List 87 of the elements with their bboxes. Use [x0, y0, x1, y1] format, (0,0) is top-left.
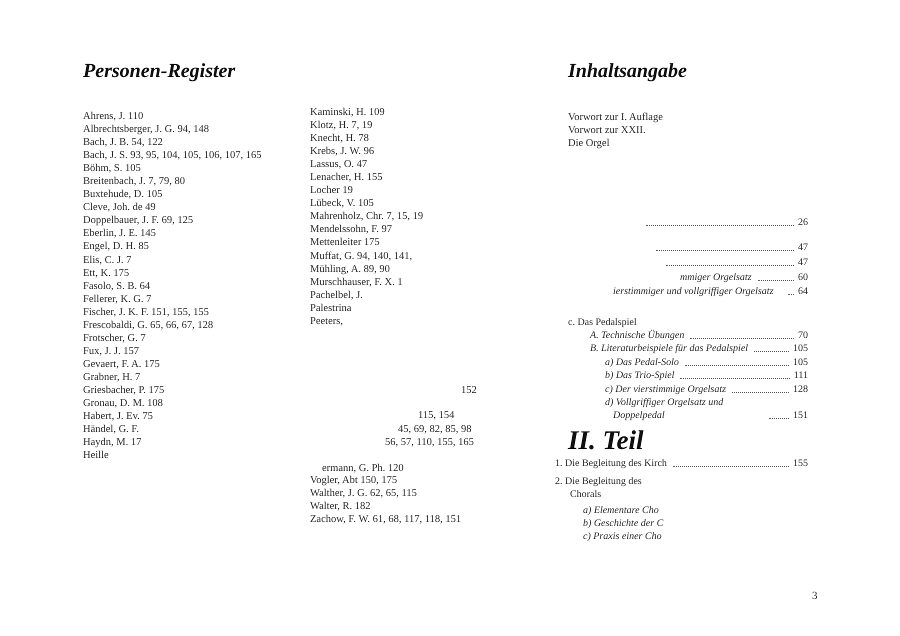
index-entry: Haydn, M. 17 — [83, 436, 142, 450]
toc-entry: 1. Die Begleitung des Kirch — [555, 457, 667, 470]
index-entry: Ahrens, J. 110 — [83, 110, 144, 124]
index-entry: Mettenleiter 175 — [310, 236, 380, 250]
index-entry: Klotz, H. 7, 19 — [310, 119, 372, 132]
index-entry: Bach, J. B. 54, 122 — [83, 136, 163, 150]
toc-entry: a) Das Pedal-Solo — [605, 356, 679, 369]
page-reference: 105 — [793, 342, 808, 355]
index-entry: Frotscher, G. 7 — [83, 332, 146, 345]
page-reference: 70 — [798, 329, 808, 342]
page-reference: 47 — [798, 241, 808, 254]
toc-entry: B. Literaturbeispiele für das Pedalspiel — [590, 342, 748, 355]
index-entry: ermann, G. Ph. 120 — [322, 462, 404, 475]
index-entry: 115, 154 — [418, 409, 454, 422]
index-entry: Krebs, J. W. 96 — [310, 145, 374, 158]
index-entry: Zachow, F. W. 61, 68, 117, 118, 151 — [310, 513, 462, 526]
toc-entry: b) Das Trio-Spiel — [605, 369, 674, 382]
index-entry: Heille — [83, 449, 109, 462]
toc-entry: c) Praxis einer Cho — [583, 530, 662, 543]
index-entry: Fux, J. J. 157 — [83, 344, 140, 358]
index-entry: Fasolo, S. B. 64 — [83, 280, 150, 293]
index-entry: Knecht, H. 78 — [310, 132, 369, 146]
index-entry: Habert, J. Ev. 75 — [83, 410, 153, 424]
index-entry: Kaminski, H. 109 — [310, 106, 385, 120]
page-reference: 47 — [798, 256, 808, 269]
index-entry: Bach, J. S. 93, 95, 104, 105, 106, 107, 165 — [83, 149, 262, 162]
index-entry: Lenacher, H. 155 — [310, 171, 382, 184]
index-entry: Ett, K. 175 — [83, 266, 130, 280]
section-heading: Inhaltsangabe — [568, 60, 687, 82]
page-reference: 128 — [793, 383, 808, 396]
page-reference: 26 — [798, 216, 808, 229]
index-entry: Pachelbel, J. — [310, 288, 363, 302]
index-entry: Händel, G. F. — [83, 423, 140, 436]
index-entry: Fischer, J. K. F. 151, 155, 155 — [83, 306, 209, 319]
toc-entry: c. Das Pedalspiel — [568, 316, 637, 329]
toc-entry: 2. Die Begleitung des — [555, 475, 642, 488]
preface-entry: Vorwort zur I. Auflage — [568, 111, 663, 124]
index-entry: Muffat, G. 94, 140, 141, — [310, 250, 412, 263]
index-entry: Gevaert, F. A. 175 — [83, 358, 160, 371]
page-reference: 105 — [793, 356, 808, 369]
index-entry: Peeters, — [310, 314, 343, 328]
index-entry: Mühling, A. 89, 90 — [310, 262, 390, 276]
toc-entry: Chorals — [570, 488, 602, 501]
index-entry: Lübeck, V. 105 — [310, 197, 374, 210]
index-entry: Walter, R. 182 — [310, 500, 371, 514]
index-entry: Buxtehude, D. 105 — [83, 188, 162, 202]
index-entry: Fellerer, K. G. 7 — [83, 292, 152, 306]
index-entry: Frescobaldi, G. 65, 66, 67, 128 — [83, 318, 214, 332]
index-entry: Eberlin, J. E. 145 — [83, 227, 156, 240]
toc-entry: ierstimmiger und vollgriffiger Orgelsatz — [613, 285, 774, 298]
index-entry: Gronau, D. M. 108 — [83, 397, 163, 410]
page-reference: 151 — [793, 409, 808, 422]
page-reference: 60 — [798, 271, 808, 284]
index-entry: Doppelbauer, J. F. 69, 125 — [83, 214, 194, 228]
index-entry: Murschhauser, F. X. 1 — [310, 276, 403, 289]
toc-entry: a) Elementare Cho — [583, 504, 659, 517]
preface-entry: Die Orgel — [568, 137, 610, 150]
preface-entry: Vorwort zur XXII. — [568, 124, 646, 138]
index-entry: 152 — [461, 384, 477, 397]
index-entry: Griesbacher, P. 175 — [83, 384, 164, 398]
index-entry: Walther, J. G. 62, 65, 115 — [310, 487, 417, 500]
toc-entry: d) Vollgriffiger Orgelsatz und Doppelpedal — [605, 396, 724, 422]
toc-entry: mmiger Orgelsatz — [680, 271, 752, 284]
index-entry: Elis, C. J. 7 — [83, 254, 132, 267]
page-reference: 155 — [793, 457, 808, 470]
section-heading: Personen-Register — [83, 60, 236, 82]
index-entry: Albrechtsberger, J. G. 94, 148 — [83, 123, 209, 136]
index-entry: Grabner, H. 7 — [83, 370, 140, 384]
index-entry: 56, 57, 110, 155, 165 — [385, 436, 474, 449]
index-entry: Mendelssohn, F. 97 — [310, 223, 392, 236]
toc-entry: A. Technische Übungen — [590, 329, 684, 342]
index-entry: Cleve, Joh. de 49 — [83, 201, 156, 214]
index-entry: Vogler, Abt 150, 175 — [310, 474, 398, 488]
page-number: 3 — [812, 590, 818, 602]
page-reference: 64 — [798, 285, 808, 298]
index-entry: Lassus, O. 47 — [310, 158, 368, 172]
index-entry: Mahrenholz, Chr. 7, 15, 19 — [310, 210, 424, 224]
toc-entry: c) Der vierstimmige Orgelsatz — [605, 383, 726, 396]
section-heading: II. Teil — [568, 426, 644, 456]
page-reference: 111 — [794, 369, 808, 382]
toc-entry: b) Geschichte der C — [583, 517, 664, 530]
index-entry: Locher 19 — [310, 184, 353, 198]
index-entry: Böhm, S. 105 — [83, 162, 141, 176]
index-entry: Breitenbach, J. 7, 79, 80 — [83, 175, 186, 188]
index-entry: Engel, D. H. 85 — [83, 240, 149, 254]
index-entry: Palestrina — [310, 302, 352, 315]
index-entry: 45, 69, 82, 85, 98 — [398, 423, 472, 436]
